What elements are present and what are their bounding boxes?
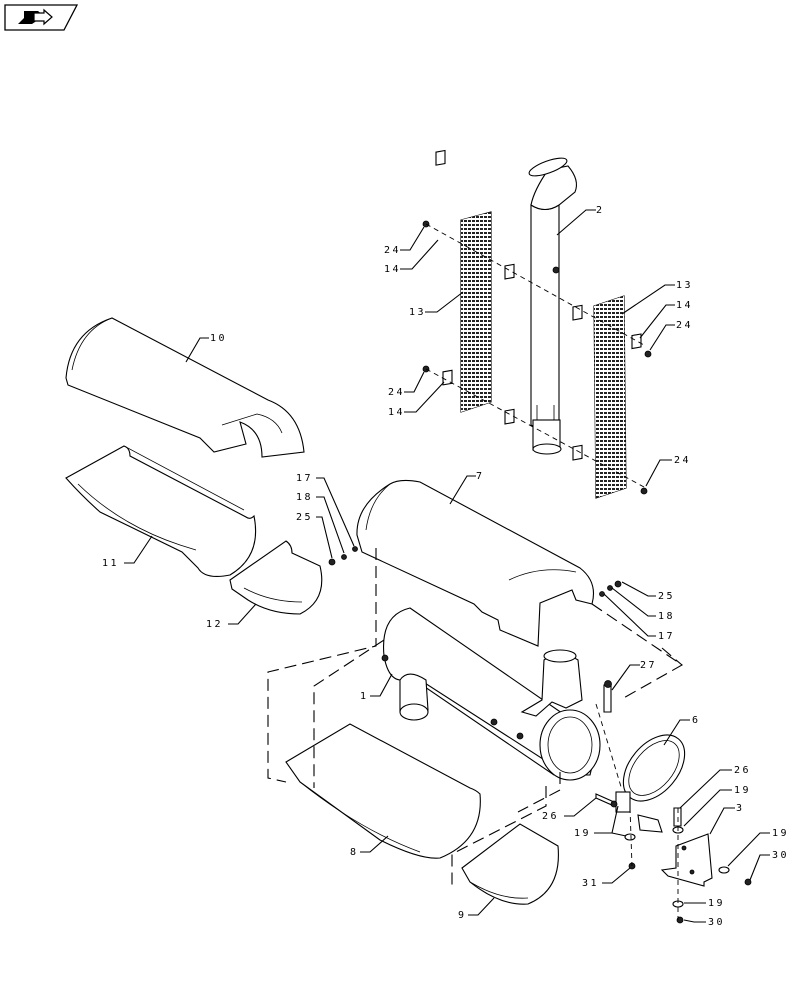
- lower-heat-shield: [65, 445, 257, 577]
- exhaust-stack-pipe: [528, 157, 577, 455]
- callout-24: 24: [388, 387, 405, 398]
- callout-14: 14: [388, 407, 405, 418]
- band-shield: [229, 540, 323, 615]
- perforated-shield-right: [593, 295, 627, 499]
- callout-25: 25: [296, 512, 313, 523]
- alignment-lines-upper: [425, 223, 645, 488]
- callout-13: 13: [409, 307, 426, 318]
- callout-19: 19: [708, 898, 725, 909]
- callout-12: 12: [206, 619, 223, 630]
- callout-18: 18: [296, 492, 313, 503]
- callout-10: 10: [210, 333, 227, 344]
- upper-muffler-shield: [356, 479, 595, 647]
- assembly-dashed-lines: [267, 548, 684, 920]
- callout-19: 19: [772, 828, 789, 839]
- callout-6: 6: [692, 715, 701, 726]
- callout-7: 7: [476, 471, 485, 482]
- callout-19: 19: [734, 785, 751, 796]
- muffler-body: [381, 607, 601, 781]
- callout-31: 31: [582, 878, 599, 889]
- callout-9: 9: [458, 910, 467, 921]
- callout-27: 27: [640, 660, 657, 671]
- upper-heat-shield: [65, 317, 305, 458]
- callout-8: 8: [350, 847, 359, 858]
- callout-24: 24: [384, 245, 401, 256]
- callout-26: 26: [542, 811, 559, 822]
- leader-lines: [124, 209, 770, 923]
- callout-17: 17: [658, 631, 675, 642]
- nav-badge-button[interactable]: [4, 4, 78, 31]
- callout-13: 13: [676, 280, 693, 291]
- mounting-bracket: [660, 833, 713, 887]
- callout-1: 1: [360, 691, 369, 702]
- perforated-shield-left: [460, 211, 492, 413]
- callout-2: 2: [596, 205, 605, 216]
- callout-24: 24: [674, 455, 691, 466]
- callout-25: 25: [658, 591, 675, 602]
- callout-14: 14: [676, 300, 693, 311]
- callout-14: 14: [384, 264, 401, 275]
- small-lower-shield: [461, 823, 559, 905]
- callout-30: 30: [708, 917, 725, 928]
- callout-19: 19: [574, 828, 591, 839]
- callout-18: 18: [658, 611, 675, 622]
- lower-muffler-shield: [285, 723, 481, 859]
- callout-26: 26: [734, 765, 751, 776]
- hardware-bolts: [595, 680, 752, 924]
- callout-17: 17: [296, 473, 313, 484]
- callout-24: 24: [676, 320, 693, 331]
- hardware-right-group: [599, 580, 622, 597]
- hardware-left-group: [328, 546, 358, 566]
- callout-labels: 2 24 14 13 13 14 24 24 14 24 10 17 18 25…: [102, 205, 789, 928]
- callout-11: 11: [102, 558, 119, 569]
- clamp-band: [615, 734, 686, 833]
- callout-30: 30: [772, 850, 789, 861]
- book-arrow-icon: [18, 8, 53, 26]
- callout-3: 3: [736, 803, 745, 814]
